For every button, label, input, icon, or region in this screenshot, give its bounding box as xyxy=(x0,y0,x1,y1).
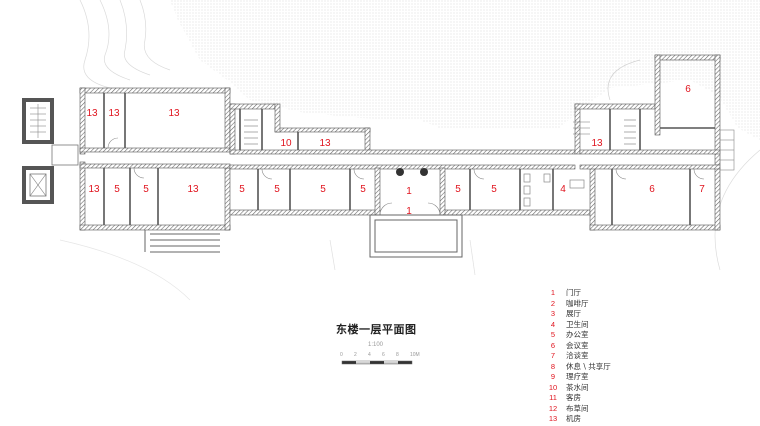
room-number-labels: 1 1 5 5 5 5 5 5 5 5 13 13 13 13 13 13 13… xyxy=(86,84,705,217)
room-label: 5 xyxy=(360,184,366,195)
restroom-fixtures xyxy=(523,173,585,207)
room-legend: 1 门厅 2 咖啡厅 3 展厅 4 卫生间 5 办公室 6 会议室 7 洽谈室 8 休息 \ 共… xyxy=(544,288,744,425)
legend-number: 11 xyxy=(549,393,557,402)
room-label: 13 xyxy=(108,108,120,119)
legend-label: 休息 \ 共享厅 xyxy=(566,361,611,371)
legend-label: 客房 xyxy=(566,393,581,402)
room-label: 13 xyxy=(319,138,331,149)
interior-stairs xyxy=(244,119,636,145)
room-label: 13 xyxy=(168,108,180,119)
lobby-columns xyxy=(396,168,428,176)
legend-label: 咖啡厅 xyxy=(566,298,589,308)
room-label: 5 xyxy=(114,184,120,195)
room-label: 5 xyxy=(143,184,149,195)
legend-label: 洽谈室 xyxy=(566,351,589,360)
scale-ratio: 1:100 xyxy=(368,342,384,348)
legend-item: 6 会议室 xyxy=(544,341,744,352)
building-walls xyxy=(79,54,721,231)
plan-title: 东楼一层平面图 xyxy=(336,323,417,336)
legend-label: 办公室 xyxy=(566,330,589,339)
legend-item: 13 机房 xyxy=(544,414,744,425)
legend-item: 8 休息 \ 共享厅 xyxy=(544,362,744,373)
interior-partitions xyxy=(103,93,715,225)
scale-tick: 2 xyxy=(354,352,357,358)
legend-number: 6 xyxy=(550,340,556,350)
room-label: 5 xyxy=(274,184,280,195)
legend-label: 卫生间 xyxy=(566,319,589,329)
scale-tick: 10M xyxy=(410,352,420,358)
legend-number: 13 xyxy=(548,414,558,423)
room-label: 5 xyxy=(239,184,245,195)
legend-item: 9 理疗室 xyxy=(544,372,744,383)
legend-label: 展厅 xyxy=(566,309,581,318)
room-label: 1 xyxy=(406,206,412,217)
room-label: 5 xyxy=(320,184,326,195)
room-label: 10 xyxy=(280,138,292,149)
room-label: 13 xyxy=(591,138,603,149)
legend-item: 4 卫生间 xyxy=(544,320,744,331)
legend-number: 9 xyxy=(550,372,556,381)
room-label: 13 xyxy=(187,184,199,195)
legend-item: 10 茶水间 xyxy=(544,383,744,394)
room-label: 6 xyxy=(649,184,655,195)
legend-number: 3 xyxy=(550,309,556,318)
legend-label: 布草间 xyxy=(566,403,589,413)
scale-bar-graphic xyxy=(341,360,413,365)
legend-item: 5 办公室 xyxy=(544,330,744,341)
room-label: 7 xyxy=(699,184,705,195)
scale-tick: 6 xyxy=(382,352,385,358)
stair-tower-left xyxy=(22,98,79,204)
site-context xyxy=(59,0,760,301)
legend-label: 理疗室 xyxy=(566,372,589,381)
scale-tick: 0 xyxy=(340,352,343,358)
legend-number: 8 xyxy=(550,361,556,371)
legend-number: 1 xyxy=(550,288,556,297)
legend-number: 10 xyxy=(548,382,558,392)
scale-tick: 4 xyxy=(368,352,371,358)
entrance-canopy xyxy=(144,214,463,258)
legend-label: 会议室 xyxy=(566,340,589,350)
legend-number: 7 xyxy=(550,351,556,360)
legend-item: 7 洽谈室 xyxy=(544,351,744,362)
legend-item: 11 客房 xyxy=(544,393,744,404)
room-label: 13 xyxy=(86,108,98,119)
scale-tick: 8 xyxy=(396,352,399,358)
legend-number: 5 xyxy=(550,330,556,339)
room-label: 1 xyxy=(406,186,412,197)
legend-item: 1 门厅 xyxy=(544,288,744,299)
legend-number: 12 xyxy=(548,403,558,413)
legend-item: 12 布草间 xyxy=(544,404,744,415)
legend-number: 2 xyxy=(550,298,556,308)
room-label: 5 xyxy=(491,184,497,195)
room-label: 6 xyxy=(685,84,691,95)
legend-label: 机房 xyxy=(566,414,581,423)
scale-bar: 0 2 4 6 8 10M xyxy=(340,352,430,368)
legend-label: 门厅 xyxy=(566,288,581,297)
legend-number: 4 xyxy=(550,319,556,329)
door-swings xyxy=(107,137,705,216)
room-label: 13 xyxy=(88,184,100,195)
room-label: 4 xyxy=(560,184,566,195)
legend-label: 茶水间 xyxy=(566,382,589,392)
legend-item: 2 咖啡厅 xyxy=(544,299,744,310)
legend-item: 3 展厅 xyxy=(544,309,744,320)
room-label: 5 xyxy=(455,184,461,195)
ramp-right xyxy=(719,129,735,171)
